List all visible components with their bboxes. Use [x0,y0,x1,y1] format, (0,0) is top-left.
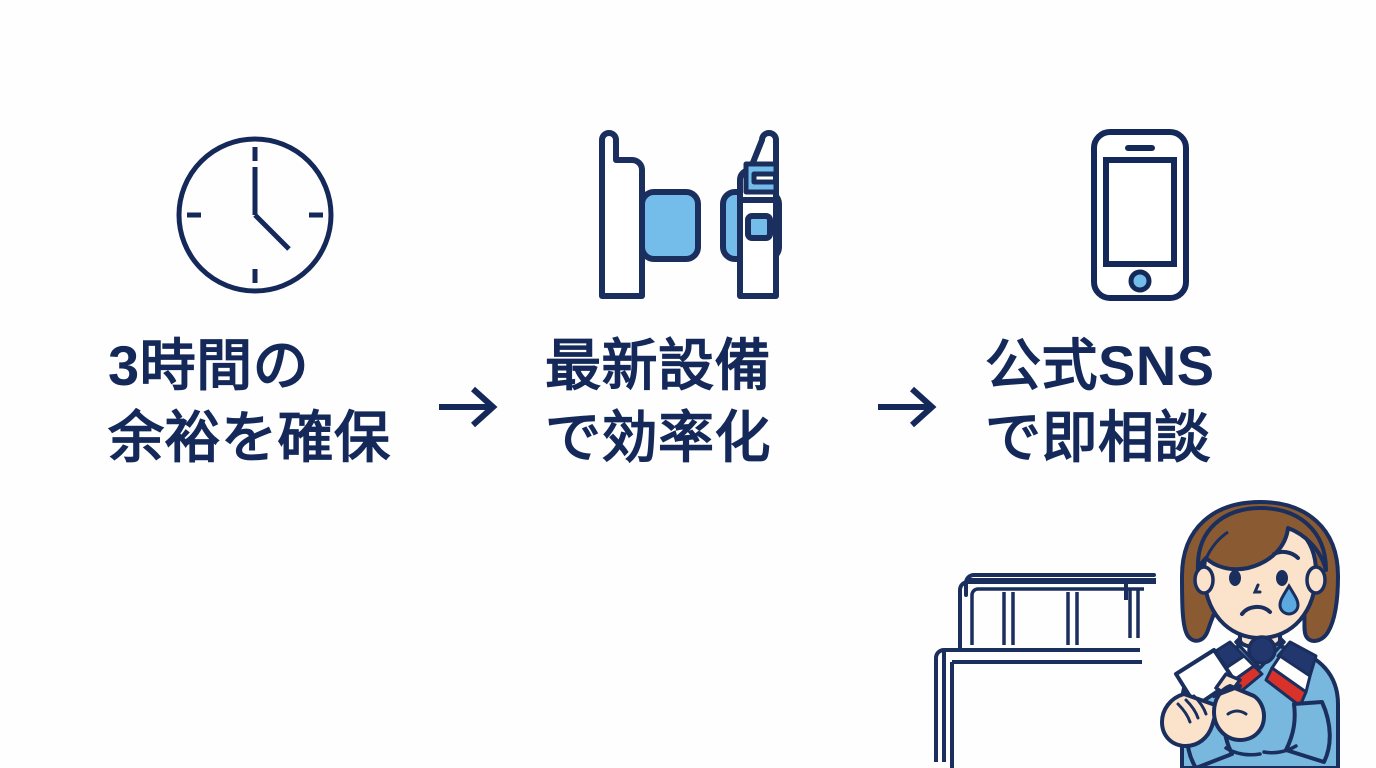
counter-railing [934,573,1156,768]
step-2-caption-line-2: で効率化 [545,406,771,469]
step-2-icon-container [590,120,790,310]
pointing-hand [1212,684,1266,742]
step-1-caption: 3時間の 余裕を確保 [108,330,391,474]
clock-icon [176,136,334,294]
woman-figure [1160,500,1340,768]
icon-row [0,120,1376,310]
step-3-caption-line-1: 公式SNS [985,334,1215,397]
step-2-caption: 最新設備 で効率化 [545,330,771,474]
right-arrow-icon [878,386,937,428]
tear-drop [1278,583,1300,616]
step-2-caption-line-1: 最新設備 [545,334,771,397]
step-3-caption: 公式SNS で即相談 [985,330,1215,474]
eye-right [1276,570,1288,586]
ticket-gate-icon [599,130,782,299]
arrow-2-icon [872,382,942,432]
step-1-icon-container [155,120,355,310]
step-1-caption-line-2: 余裕を確保 [108,406,391,469]
worried-attendant-illustration [930,490,1376,768]
step-3-caption-line-2: で即相談 [985,406,1211,469]
right-arrow-icon [439,386,498,428]
illustration-svg [934,500,1340,768]
caption-row: 3時間の 余裕を確保 最新設備 で効率化 公式SNS で即相談 [0,330,1376,500]
smartphone-icon [1091,129,1189,301]
step-1-caption-line-1: 3時間の [108,334,310,397]
eye-left [1229,570,1241,586]
step-3-icon-container [1040,120,1240,310]
arrow-1-icon [433,382,503,432]
